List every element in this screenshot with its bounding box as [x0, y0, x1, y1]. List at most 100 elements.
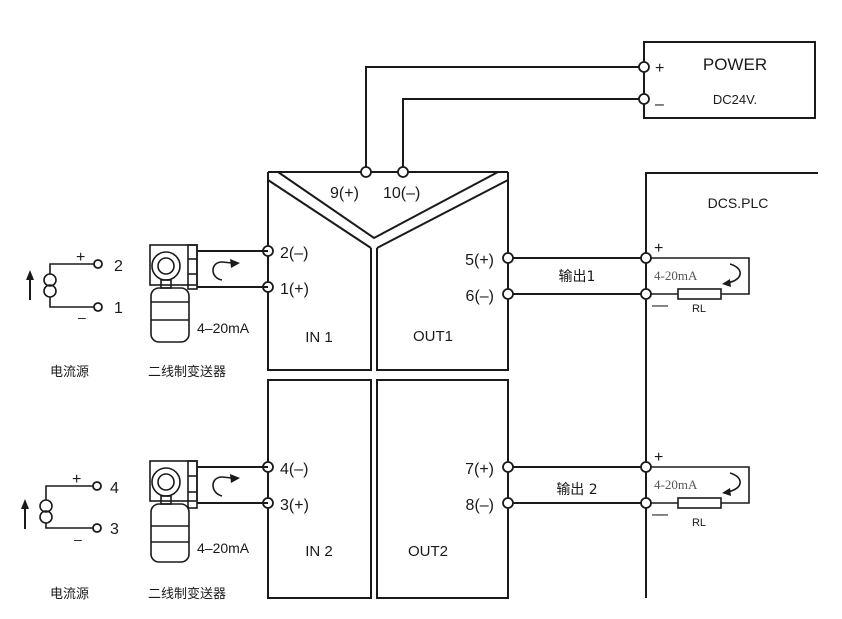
section-label-out2: OUT2: [408, 543, 448, 560]
source-minus-sign: –: [74, 531, 82, 547]
power-minus-sign: –: [655, 96, 664, 113]
gauge-icon: [151, 251, 181, 281]
plc-terminal-plus-2: [640, 461, 652, 473]
current-source-1: + – 2 1 电流源: [26, 249, 123, 380]
loop-current-icon: [212, 261, 223, 281]
terminal-5-label: 5(+): [465, 252, 494, 269]
plc-minus-sign-2: —: [652, 506, 668, 523]
source-terminal-3-label: 3: [110, 521, 119, 538]
terminal-6: [502, 288, 514, 300]
rl-label-1: RL: [692, 303, 706, 315]
terminal-3-label: 3(+): [280, 497, 309, 514]
power-supply: POWER DC24V. + –: [643, 41, 816, 119]
source-terminal-3: [92, 523, 102, 533]
transmitter-neck: [160, 279, 172, 289]
dcs-plc-box: [645, 172, 818, 598]
terminal-10: [397, 166, 409, 178]
triangle-right-inner: [376, 179, 509, 249]
current-source-2: + – 4 3 电流源: [21, 471, 119, 602]
rl-label-2: RL: [692, 517, 706, 529]
resistor-rl-1: [677, 288, 722, 300]
loop-arrow-shaft: [221, 261, 233, 264]
source-terminal-4: [92, 481, 102, 491]
source-wire-plus: [45, 485, 94, 500]
arrow-up-icon: [21, 499, 29, 509]
isolator-module: IN 1 OUT1 IN 2 OUT2 9(+) 10(–) 2(–) 1(+)…: [262, 166, 514, 599]
transmitter-1: 4–20mA 二线制变送器: [148, 244, 268, 380]
source-terminal-4-label: 4: [110, 480, 119, 497]
transmitter-body: [150, 287, 190, 343]
terminal-2-label: 2(–): [280, 245, 308, 262]
plc-terminal-plus-1: [640, 252, 652, 264]
terminal-9: [360, 166, 372, 178]
terminal-9-label: 9(+): [330, 185, 359, 202]
source-terminal-2-label: 2: [114, 258, 123, 275]
supply-section-triangle: [277, 171, 499, 240]
out2-section-border: [376, 379, 509, 599]
transmitter-2: 4–20mA 二线制变送器: [148, 460, 268, 602]
load-arrow-icon: [722, 488, 731, 496]
output1-label: 输出1: [559, 269, 596, 285]
power-voltage: DC24V.: [713, 92, 757, 107]
source-plus-sign: +: [76, 249, 85, 266]
load-current-icon: [726, 263, 741, 284]
output2-label: 输出 2: [556, 482, 597, 498]
source-wire-minus: [45, 523, 94, 529]
terminal-5: [502, 252, 514, 264]
source-minus-sign: –: [78, 309, 86, 325]
load-signal-1: 4-20mA: [654, 268, 698, 283]
terminal-8-label: 8(–): [466, 497, 494, 514]
transmitter-label: 二线制变送器: [148, 586, 226, 602]
source-wire-minus: [49, 297, 94, 308]
source-terminal-2: [93, 259, 103, 269]
load-signal-2: 4-20mA: [654, 477, 698, 492]
load-loop-1: [651, 257, 750, 295]
terminal-1-label: 1(+): [280, 281, 309, 298]
transmitter-terminal-block: [187, 244, 198, 290]
transmitter-signal: 4–20mA: [197, 540, 250, 556]
transmitter-terminal-block: [187, 460, 198, 509]
plc-plus-sign-1: +: [654, 240, 663, 257]
transmitter-signal: 4–20mA: [197, 320, 250, 336]
source-wire-plus: [49, 263, 94, 274]
terminal-10-label: 10(–): [383, 185, 420, 202]
gauge-inner-icon: [157, 257, 175, 275]
power-title: POWER: [703, 55, 767, 74]
gauge-inner-icon: [157, 473, 175, 491]
transmitter-body: [150, 503, 190, 563]
in1-section-border: [267, 172, 372, 371]
terminal-8: [502, 497, 514, 509]
source-plus-sign: +: [72, 471, 81, 488]
dcs-plc: DCS.PLC: [645, 172, 818, 598]
terminal-7: [502, 461, 514, 473]
triangle-left-inner: [267, 179, 372, 249]
power-terminal-plus: [638, 61, 650, 73]
channel-1: + – 2 1 电流源 4–20mA 二线制变送器: [26, 240, 750, 380]
out1-section-border: [376, 172, 509, 371]
load-loop-2: [651, 466, 750, 504]
load-arrow-icon: [722, 279, 731, 287]
plc-terminal-minus-1: [640, 288, 652, 300]
transmitter-label: 二线制变送器: [148, 364, 226, 380]
section-label-out1: OUT1: [413, 328, 453, 345]
plc-minus-sign-1: —: [652, 297, 668, 314]
power-box: [643, 41, 816, 119]
source-terminal-1-label: 1: [114, 300, 123, 317]
terminal-6-label: 6(–): [466, 288, 494, 305]
loop-arrow-shaft: [221, 476, 233, 479]
power-wire-negative: [402, 98, 644, 172]
power-plus-sign: +: [655, 60, 664, 77]
gauge-icon: [151, 467, 181, 497]
channel-2: + – 4 3 电流源 4–20mA 二线制变送器: [21, 449, 750, 602]
loop-arrow-icon: [230, 474, 240, 483]
loop-current-icon: [212, 476, 223, 497]
current-source-label: 电流源: [50, 365, 89, 380]
source-terminal-1: [93, 302, 103, 312]
plc-plus-sign-2: +: [654, 449, 663, 466]
transmitter-neck: [160, 495, 172, 505]
dcs-plc-title: DCS.PLC: [708, 195, 769, 211]
load-current-icon: [726, 472, 741, 493]
terminal-7-label: 7(+): [465, 461, 494, 478]
in2-section-border: [267, 379, 372, 599]
